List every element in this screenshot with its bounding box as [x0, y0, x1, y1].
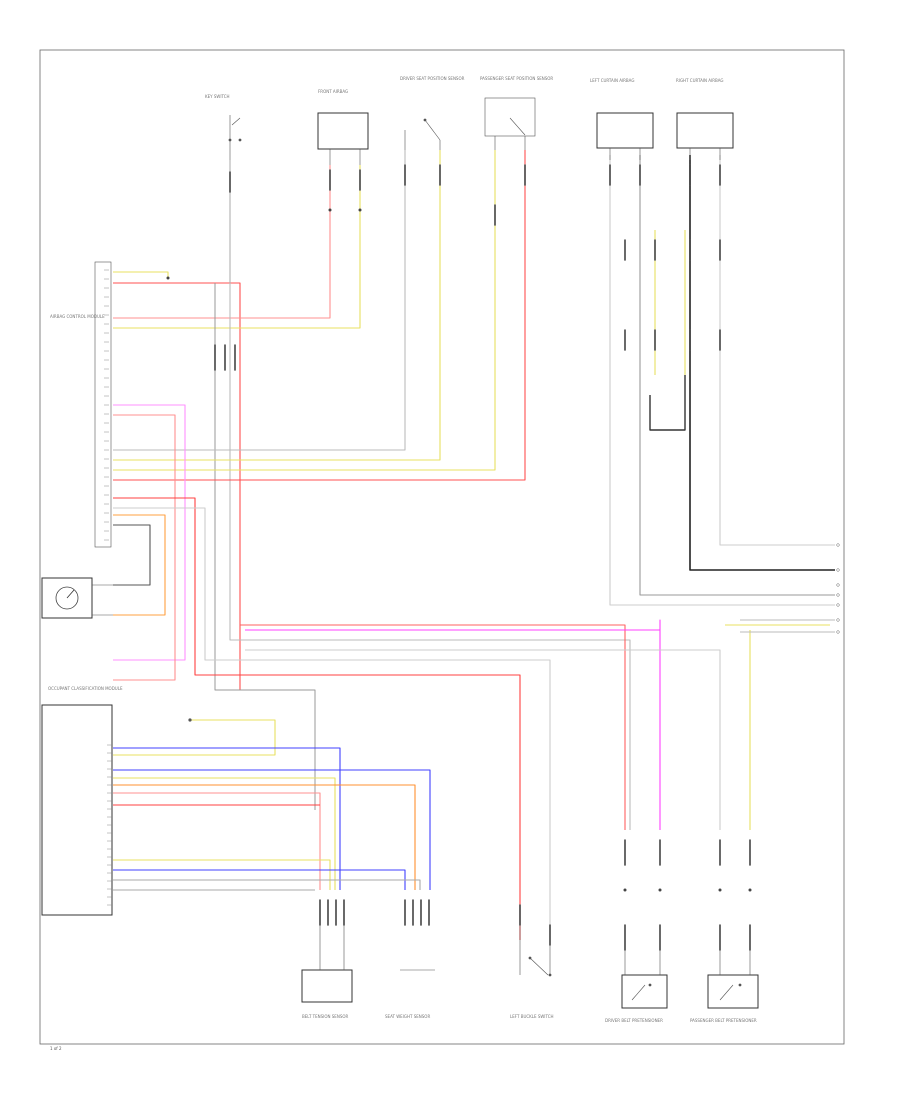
page-number: 1 of 2	[50, 1046, 62, 1051]
left-curtain-airbag: LEFT CURTAIN AIRBAG	[590, 78, 654, 160]
diagram-frame	[39, 49, 845, 1045]
pass-pretensioner-label: PASSENGER BELT PRETENSIONER	[690, 1018, 757, 1023]
terminal-3	[836, 593, 840, 597]
wire-blue-3	[113, 869, 406, 890]
wire-blue-1	[113, 747, 341, 890]
driver-pretensioner-label: DRIVER BELT PRETENSIONER	[605, 1018, 663, 1023]
passenger-belt-pretensioner: PASSENGER BELT PRETENSIONER	[690, 950, 759, 1023]
wire-gray-2	[229, 283, 631, 830]
wire-gray-curtain-r2	[740, 619, 835, 633]
wire-white-seatpos	[113, 150, 406, 451]
wire-yellow-top	[113, 271, 169, 278]
wire-orange-2	[113, 784, 416, 890]
pass-seat-position-label: PASSENGER SEAT POSITION SENSOR	[480, 76, 553, 81]
wire-red-long	[240, 624, 626, 830]
wire-yellow-long	[725, 624, 830, 830]
wire-yellow-2	[113, 777, 336, 890]
terminal-1	[836, 568, 840, 572]
terminal-4	[836, 603, 840, 607]
wire-yellow-pass	[113, 150, 496, 471]
connector-marks	[214, 164, 751, 951]
wire-ignition-bundle	[214, 283, 316, 810]
occupant-classification-module: OCCUPANT CLASSIFICATION MODULE	[41, 686, 192, 916]
wire-yellow-seatpos	[113, 150, 441, 461]
srs-pin-column	[104, 269, 109, 541]
front-airbag-label: FRONT AIRBAG	[318, 89, 348, 94]
ignition-switch: KEY SWITCH	[205, 94, 242, 160]
left-buckle-switch: LEFT BUCKLE SWITCH	[510, 925, 554, 1019]
occupant-sensor-label: OCCUPANT CLASSIFICATION MODULE	[48, 686, 123, 691]
right-curtain-airbag: RIGHT CURTAIN AIRBAG	[676, 78, 734, 160]
wires	[113, 150, 835, 940]
wire-red-pass	[113, 150, 526, 481]
right-curtain-airbag-label: RIGHT CURTAIN AIRBAG	[676, 78, 724, 83]
driver-seat-position-sensor: DRIVER SEAT POSITION SENSOR	[400, 76, 465, 150]
wire-black-sensor	[113, 524, 151, 586]
wire-gray-mid	[113, 507, 551, 940]
seat-weight-sensor: SEAT WEIGHT SENSOR	[385, 969, 435, 1019]
wire-white-curtain-l1	[609, 155, 835, 606]
wire-white-curtain-r	[719, 155, 835, 546]
ignition-switch-label: KEY SWITCH	[205, 94, 230, 99]
wire-violet-long	[245, 619, 661, 830]
wire-pink-2	[113, 792, 321, 890]
srs-module-label: AIRBAG CONTROL MODULE	[50, 314, 105, 319]
wire-black-ground	[649, 375, 686, 431]
wire-orange-sensor	[113, 514, 166, 616]
wire-gray-3	[113, 879, 421, 890]
wire-pink-left-2	[113, 414, 176, 681]
belt-tension-label: BELT TENSION SENSOR	[302, 1014, 349, 1019]
wire-pink-left-1	[113, 404, 186, 661]
driver-belt-pretensioner: DRIVER BELT PRETENSIONER	[605, 950, 668, 1023]
terminal-5	[836, 618, 840, 622]
belt-tension-sensor: BELT TENSION SENSOR	[301, 925, 353, 1019]
left-buckle-label: LEFT BUCKLE SWITCH	[510, 1014, 554, 1019]
wire-red-mid	[113, 497, 521, 940]
wire-yellow-occ	[113, 719, 276, 756]
terminal-0	[836, 543, 840, 547]
front-airbag: FRONT AIRBAG	[317, 89, 369, 165]
passenger-seat-position-sensor: PASSENGER SEAT POSITION SENSOR	[480, 76, 553, 150]
wire-white-long	[245, 649, 721, 830]
wire-pink-airbag	[113, 165, 331, 319]
occ-pin-column	[107, 744, 112, 906]
terminal-2	[836, 583, 840, 587]
wire-blue-2	[113, 769, 431, 890]
wire-red-top	[113, 282, 241, 690]
wire-gray-curtain-l2	[639, 155, 835, 596]
wire-yellow-airbag	[113, 165, 361, 329]
left-curtain-airbag-label: LEFT CURTAIN AIRBAG	[590, 78, 634, 83]
wire-yellow-3	[113, 859, 331, 890]
srs-module: AIRBAG CONTROL MODULE	[50, 261, 112, 548]
right-edge-terminals	[836, 543, 840, 634]
wire-black-curtain	[689, 155, 835, 571]
impact-sensor	[41, 577, 113, 619]
driver-seat-position-label: DRIVER SEAT POSITION SENSOR	[400, 76, 465, 81]
seat-weight-label: SEAT WEIGHT SENSOR	[385, 1014, 430, 1019]
terminal-6	[836, 630, 840, 634]
splice-points	[166, 208, 752, 892]
